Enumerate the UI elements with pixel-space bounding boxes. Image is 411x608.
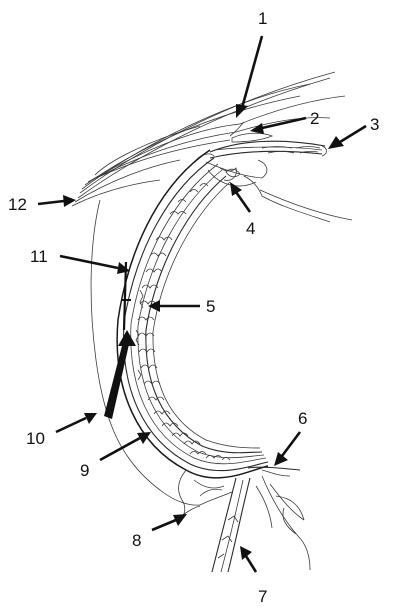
label-6: 6 — [298, 409, 307, 428]
label-11: 11 — [30, 247, 48, 266]
ciliary-region — [196, 133, 352, 222]
label-2: 2 — [310, 109, 319, 128]
label-1: 1 — [258, 9, 267, 28]
label-8: 8 — [132, 531, 141, 550]
arrow-12 — [38, 201, 64, 204]
arrow-4 — [236, 192, 250, 212]
arrow-7 — [246, 556, 256, 572]
arrow-8 — [152, 520, 176, 530]
label-3: 3 — [370, 115, 379, 134]
arrow-9 — [100, 438, 140, 460]
black-probe — [104, 262, 136, 419]
label-5: 5 — [206, 297, 215, 316]
label-10: 10 — [26, 429, 45, 448]
arrow-3 — [340, 126, 366, 142]
arrow-11 — [60, 256, 118, 268]
label-7: 7 — [258, 587, 267, 603]
globe-wall — [91, 150, 268, 505]
arrow-6 — [282, 432, 300, 456]
label-9: 9 — [80, 461, 89, 480]
arrow-10 — [56, 418, 86, 432]
label-4: 4 — [246, 219, 255, 238]
anterior-strands — [72, 72, 345, 206]
arrow-2 — [262, 118, 306, 128]
label-12: 12 — [8, 195, 27, 214]
